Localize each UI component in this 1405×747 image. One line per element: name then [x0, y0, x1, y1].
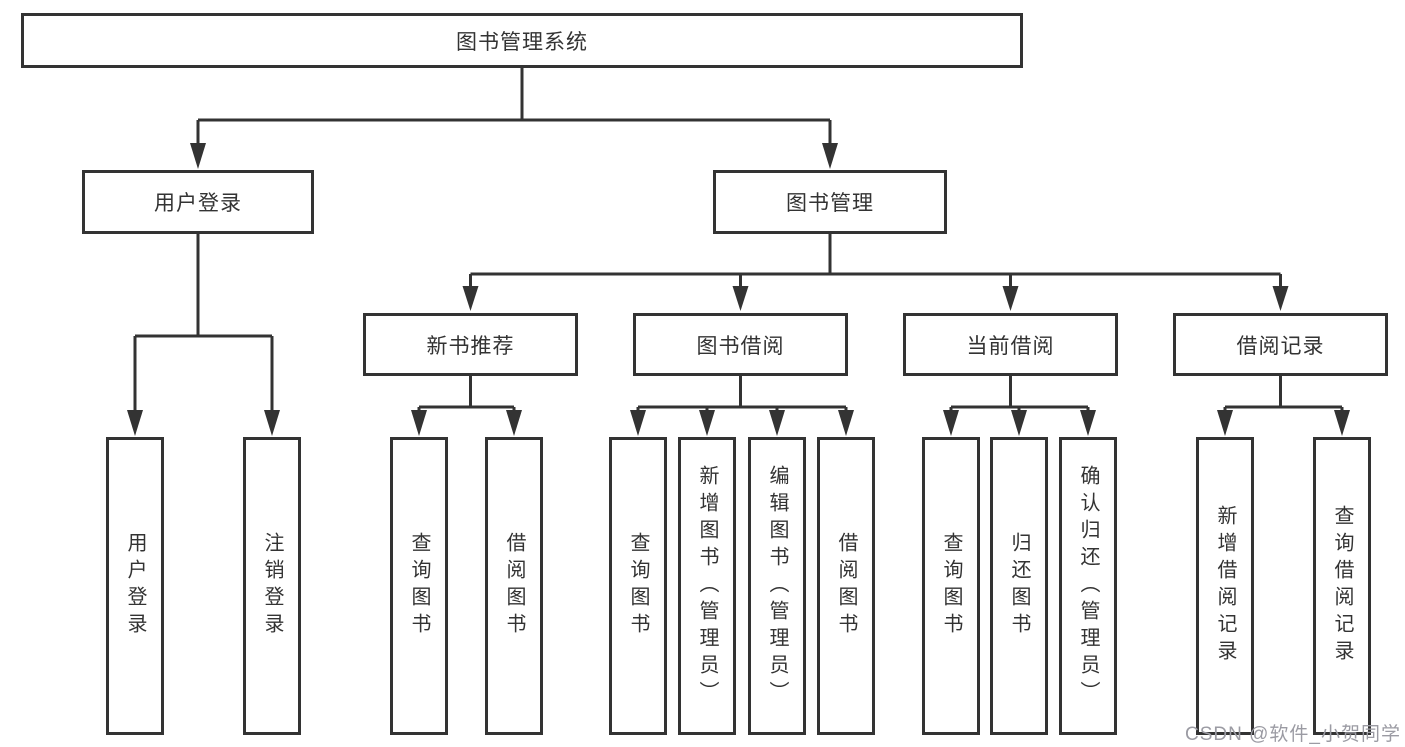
- leaf-return-books: 归还图书: [990, 437, 1048, 735]
- leaf-query-borrow-record-label: 查询借阅记录: [1331, 505, 1353, 667]
- leaf-query-books-recommend: 查询图书: [390, 437, 448, 735]
- node-user-login: 用户登录: [82, 170, 314, 234]
- node-borrowing-records: 借阅记录: [1173, 313, 1388, 376]
- node-book-borrowing: 图书借阅: [633, 313, 848, 376]
- leaf-confirm-return-admin: 确认归还（管理员）: [1059, 437, 1117, 735]
- leaf-query-books-current: 查询图书: [922, 437, 980, 735]
- node-book-management: 图书管理: [713, 170, 947, 234]
- leaf-query-books-borrowing: 查询图书: [609, 437, 667, 735]
- leaf-add-books-admin: 新增图书（管理员）: [678, 437, 736, 735]
- leaf-borrow-books-recommend: 借阅图书: [485, 437, 543, 735]
- leaf-add-borrow-record: 新增借阅记录: [1196, 437, 1254, 735]
- leaf-borrow-books-borrowing-label: 借阅图书: [835, 532, 857, 640]
- leaf-query-books-recommend-label: 查询图书: [408, 532, 430, 640]
- leaf-add-borrow-record-label: 新增借阅记录: [1214, 505, 1236, 667]
- leaf-borrow-books-recommend-label: 借阅图书: [503, 532, 525, 640]
- csdn-watermark: CSDN @软件_小贺同学: [1185, 724, 1401, 745]
- leaf-query-books-current-label: 查询图书: [940, 532, 962, 640]
- leaf-logout-login-label: 注销登录: [261, 532, 283, 640]
- leaf-borrow-books-borrowing: 借阅图书: [817, 437, 875, 735]
- leaf-add-books-admin-label: 新增图书（管理员）: [696, 464, 718, 708]
- leaf-edit-books-admin: 编辑图书（管理员）: [748, 437, 806, 735]
- leaf-query-borrow-record: 查询借阅记录: [1313, 437, 1371, 735]
- leaf-edit-books-admin-label: 编辑图书（管理员）: [766, 464, 788, 708]
- leaf-user-login-label: 用户登录: [124, 532, 146, 640]
- node-book-management-system: 图书管理系统: [21, 13, 1023, 68]
- node-new-book-recommendation: 新书推荐: [363, 313, 578, 376]
- leaf-logout-login: 注销登录: [243, 437, 301, 735]
- leaf-confirm-return-admin-label: 确认归还（管理员）: [1077, 464, 1099, 708]
- leaf-return-books-label: 归还图书: [1008, 532, 1030, 640]
- leaf-user-login: 用户登录: [106, 437, 164, 735]
- leaf-query-books-borrowing-label: 查询图书: [627, 532, 649, 640]
- node-current-borrowing: 当前借阅: [903, 313, 1118, 376]
